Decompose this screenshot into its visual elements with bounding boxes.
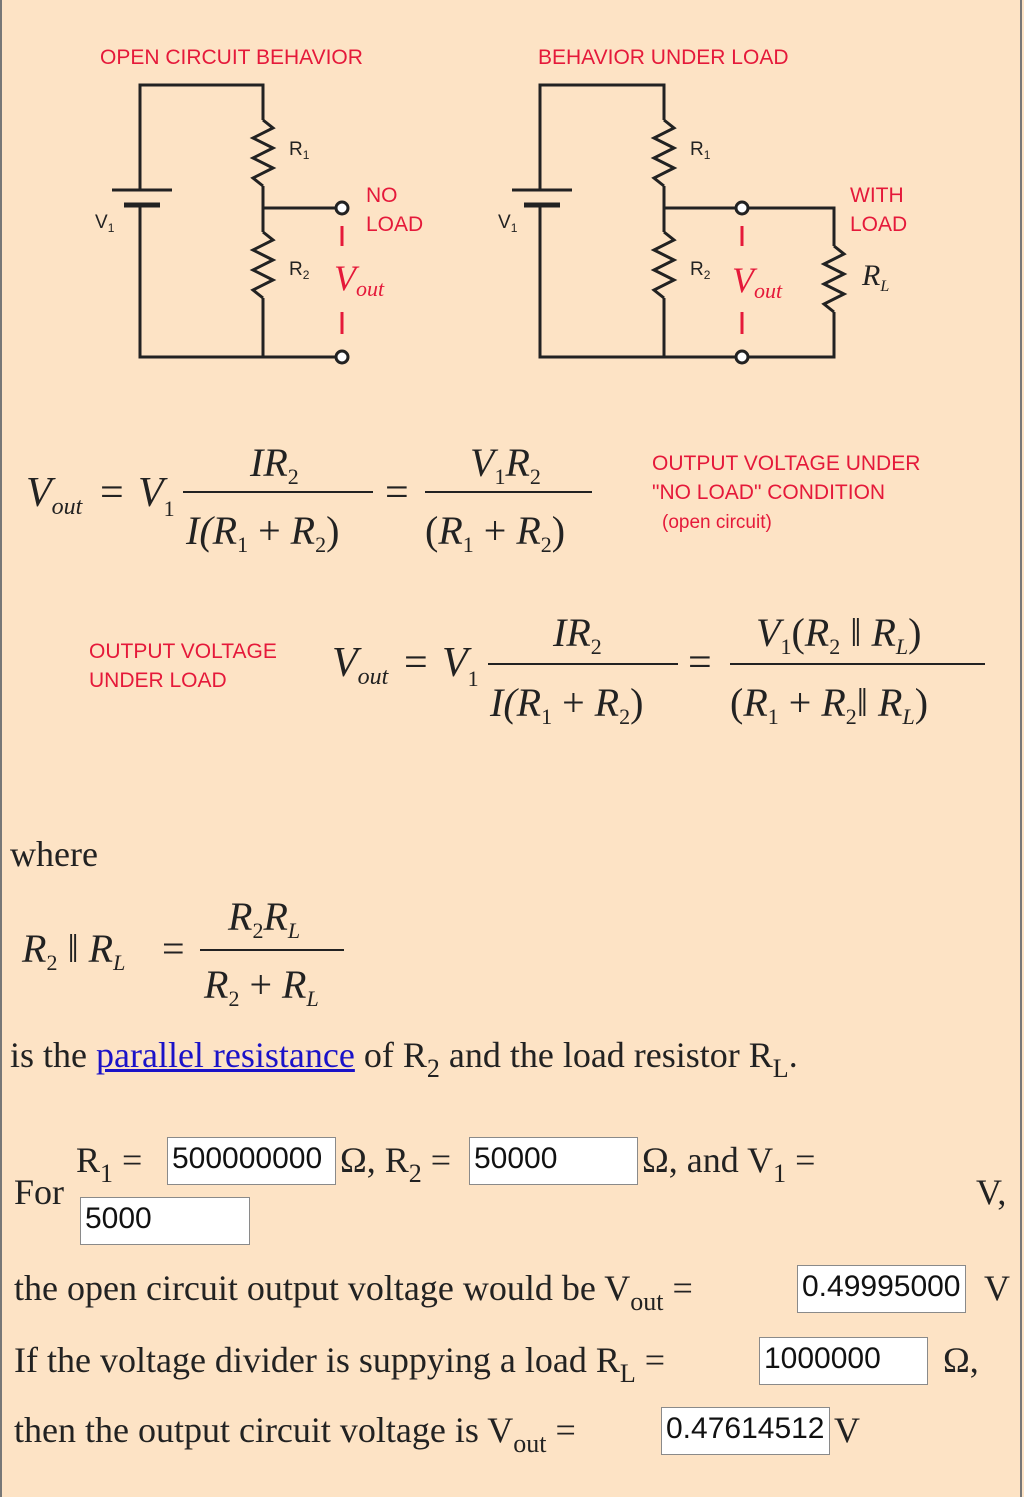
with-load-label-2: LOAD [850, 213, 907, 236]
v1-label: V1 [95, 212, 115, 235]
svg-text:=: = [404, 640, 428, 686]
open-note-line-3: (open circuit) [662, 512, 772, 533]
parallel-and: and the load resistor R [448, 1035, 773, 1075]
svg-text:(R1 + R2‖ RL): (R1 + R2‖ RL) [730, 680, 928, 729]
loaded-equation: Vout = V1 IR2 I(R1 + R2) = V1(R2 ‖ RL) (… [332, 610, 985, 729]
r2-label: R2 [289, 259, 310, 282]
ohm-v1-label: Ω, and V1 = [642, 1140, 816, 1188]
v1-label-right: V1 [498, 212, 518, 235]
svg-text:I(R1 + R2): I(R1 + R2) [185, 508, 339, 557]
parallel-sentence: is the parallel resistance of R2 and the… [10, 1035, 798, 1089]
parallel-prefix: is the [10, 1035, 87, 1075]
v-unit-load: V [834, 1410, 860, 1450]
where-text: where [10, 834, 98, 874]
r1-equals-label: R1 = [76, 1140, 143, 1188]
left-diagram-title: OPEN CIRCUIT BEHAVIOR [100, 46, 363, 69]
rl-label: RL [861, 259, 889, 295]
circuit-diagram: OPEN CIRCUIT BEHAVIOR BEHAVIOR UNDER LOA… [26, 46, 985, 729]
rl-input[interactable]: 1000000 [759, 1337, 928, 1385]
r2-input[interactable]: 50000 [469, 1137, 638, 1185]
loaded-voltage-label: then the output circuit voltage is Vout … [14, 1410, 576, 1458]
svg-text:IR2: IR2 [249, 440, 299, 489]
period: . [788, 1035, 798, 1075]
open-voltage-label: the open circuit output voltage would be… [14, 1268, 693, 1316]
vout-open-output[interactable]: 0.49995000 [797, 1265, 966, 1313]
load-label: If the voltage divider is suppying a loa… [14, 1340, 666, 1388]
with-load-label-1: WITH [850, 184, 904, 207]
open-note-line-2: "NO LOAD" CONDITION [652, 481, 885, 504]
svg-text:=: = [385, 470, 409, 516]
v-comma-label: V, [976, 1172, 1007, 1212]
rl-subscript: L [772, 1054, 789, 1083]
svg-text:I(R1 + R2): I(R1 + R2) [489, 680, 643, 729]
svg-text:=: = [100, 470, 124, 516]
vout-load-output[interactable]: 0.47614512 [661, 1407, 830, 1455]
r2-label-right: R2 [690, 259, 711, 282]
r1-input[interactable]: 500000000 [167, 1137, 336, 1185]
load-note-line-1: OUTPUT VOLTAGE [89, 640, 277, 663]
v1-input[interactable]: 5000 [80, 1197, 250, 1245]
load-note-line-2: UNDER LOAD [89, 669, 227, 692]
svg-text:=: = [688, 640, 712, 686]
open-circuit-labels: V1 R1 R2 [95, 139, 310, 282]
vout-label-left: Vout [334, 258, 385, 301]
right-diagram-title: BEHAVIOR UNDER LOAD [538, 46, 789, 69]
svg-text:V1R2: V1R2 [470, 440, 541, 489]
ohm-comma-label: Ω, [943, 1340, 979, 1380]
svg-text:V1: V1 [138, 470, 175, 521]
svg-text:V1(R2 ‖ RL): V1(R2 ‖ RL) [756, 610, 921, 659]
no-load-label-1: NO [366, 184, 398, 207]
open-circuit-schematic [112, 83, 350, 365]
ohm-r2-label: Ω, R2 = [340, 1140, 452, 1188]
loaded-circuit-labels: V1 R1 R2 [498, 139, 711, 282]
svg-text:IR2: IR2 [552, 610, 602, 659]
loaded-circuit-schematic [512, 83, 848, 365]
svg-text:V1: V1 [442, 640, 479, 691]
no-load-label-2: LOAD [366, 213, 423, 236]
parallel-mid: of R [363, 1035, 427, 1075]
open-circuit-equation: Vout = V1 IR2 I(R1 + R2) = V1R2 (R1 + R2… [26, 440, 592, 557]
vout-label-right: Vout [732, 260, 783, 303]
open-note-line-1: OUTPUT VOLTAGE UNDER [652, 452, 920, 475]
r2-subscript: 2 [426, 1054, 440, 1083]
for-label: For [14, 1172, 65, 1212]
r1-label: R1 [289, 139, 310, 162]
svg-text:Vout: Vout [26, 470, 84, 520]
v-unit-open: V [984, 1268, 1010, 1308]
svg-text:(R1 + R2): (R1 + R2) [425, 508, 565, 557]
parallel-resistance-link[interactable]: parallel resistance [96, 1035, 355, 1075]
svg-text:Vout: Vout [332, 640, 390, 690]
r1-label-right: R1 [690, 139, 711, 162]
